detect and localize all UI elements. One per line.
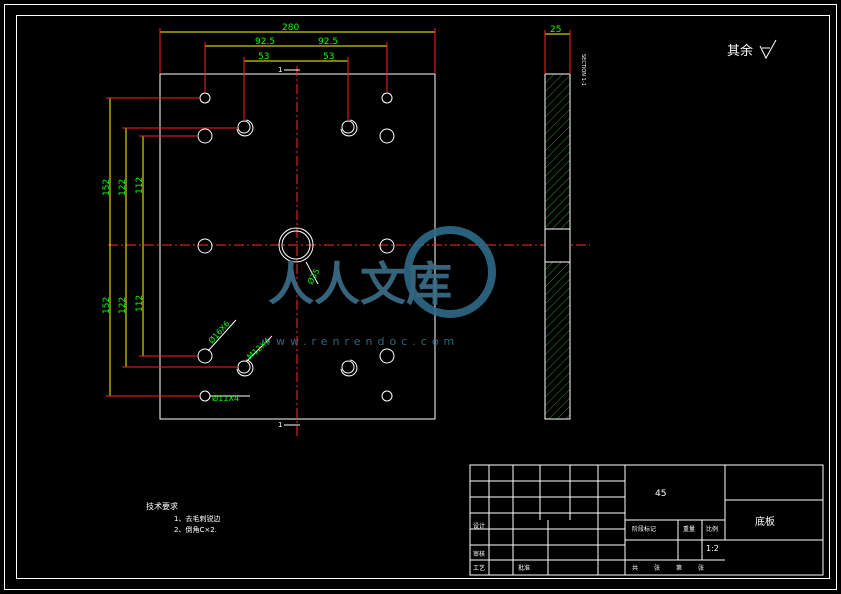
label-total: 共 [632, 564, 638, 572]
label-sheet-no: 第 [676, 564, 682, 572]
dim-right-inner-offset: 53 [323, 52, 334, 62]
left-extension-lines [106, 97, 238, 397]
label-review: 审核 [473, 550, 485, 558]
side-section-view: 25 SECTION 1-1 [544, 25, 586, 420]
label-stage-mark: 阶段标记 [632, 525, 656, 533]
hole-lower-right-large [379, 348, 395, 364]
left-dimensions [109, 98, 144, 396]
dim-upper-outer: 152 [102, 179, 112, 196]
label-scale: 比例 [706, 525, 718, 533]
hole-bottom-right-small [381, 390, 393, 402]
section-mark-top: 1 [278, 66, 282, 74]
callout-hole-16: Ø16X6 [206, 319, 232, 346]
hole-mid-left-large [197, 238, 213, 254]
notes-item-2: 2、倒角C×2. [174, 525, 217, 534]
hole-top-left-small [199, 92, 211, 104]
section-center-bore [544, 228, 571, 263]
title-block [469, 464, 824, 576]
top-extension-lines [159, 28, 436, 120]
technical-notes: 技术要求 1、去毛刺锐边 2、倒角C×2. [146, 501, 220, 534]
label-process: 工艺 [473, 564, 485, 572]
center-bore-outer [278, 227, 314, 263]
hole-upper-left-large [197, 128, 213, 144]
part-name: 底板 [755, 515, 775, 528]
leader-hole-16 [207, 319, 237, 352]
center-bore-inner [281, 230, 311, 260]
notes-heading: 技术要求 [146, 501, 178, 511]
dim-lower-middle: 122 [118, 297, 128, 314]
dim-upper-inner: 112 [135, 177, 145, 194]
dim-lower-outer: 152 [102, 297, 112, 314]
tapped-hole-upper-right-thread [340, 119, 358, 137]
dim-upper-middle: 122 [118, 179, 128, 196]
dim-overall-width: 280 [282, 23, 299, 33]
dim-right-hole-offset: 92.5 [318, 37, 338, 47]
hole-top-right-small [381, 92, 393, 104]
top-dimensions [160, 31, 435, 62]
hole-mid-right-large [379, 238, 395, 254]
tapped-hole-lower-left [237, 360, 251, 374]
tapped-hole-lower-left-thread [236, 359, 254, 377]
roughness-icon [759, 39, 777, 60]
hole-lower-left-large [197, 348, 213, 364]
watermark-ring-icon [404, 226, 496, 318]
leader-center-hole [305, 261, 319, 285]
leader-hole-12 [246, 335, 273, 362]
hole-upper-right-large [379, 128, 395, 144]
sheet-outer-border [4, 4, 837, 590]
notes-item-1: 1、去毛刺锐边 [174, 514, 220, 523]
label-approve: 批准 [518, 564, 530, 572]
section-label: SECTION 1-1 [580, 54, 586, 86]
section-mark-bottom: 1 [278, 421, 282, 429]
sheet-inner-border [16, 15, 830, 579]
tapped-hole-lower-right [341, 360, 355, 374]
label-sheet-unit2: 张 [698, 564, 704, 572]
label-design: 设计 [473, 522, 485, 530]
watermark-brand: 人人文库 [268, 257, 452, 311]
dim-left-inner-offset: 53 [258, 52, 269, 62]
tapped-hole-lower-right-thread [340, 359, 358, 377]
label-weight: 重量 [683, 525, 695, 533]
callout-hole-11: Ø11X4 [212, 393, 239, 403]
front-view: 1 1 [102, 23, 590, 436]
scale-value: 1:2 [706, 544, 719, 553]
dim-thickness: 25 [550, 25, 561, 35]
dim-lower-inner: 112 [135, 295, 145, 312]
roughness-note: 其余 [727, 43, 753, 59]
dim-left-hole-offset: 92.5 [255, 37, 275, 47]
tapped-hole-upper-left-thread [236, 119, 254, 137]
tapped-hole-upper-right [341, 120, 355, 134]
watermark: 人人文库 www.renrendoc.com [262, 226, 496, 348]
hole-bottom-left-small [199, 390, 211, 402]
material-value: 45 [655, 489, 666, 499]
label-sheet-unit: 张 [654, 564, 660, 572]
watermark-url: www.renrendoc.com [262, 335, 459, 348]
tapped-hole-upper-left [237, 120, 251, 134]
